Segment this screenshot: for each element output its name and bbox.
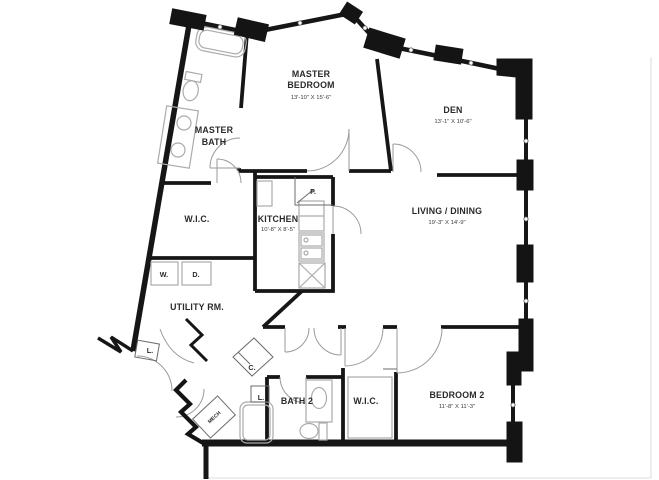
master-bedroom-dims: 13'-10" X 15'-6" [291,95,332,101]
property-lines [208,57,652,479]
dryer-box [181,261,212,286]
wic2-shelving [347,376,393,439]
coat-closet [232,337,274,377]
linen-bath2-label: L. [258,393,264,402]
room-labels: MASTER BEDROOM 13'-10" X 15'-6" DEN 13'-… [170,69,484,410]
utility-room-label: UTILITY RM. [170,302,224,312]
master-bath-label: MASTER [195,125,234,135]
master-bath-label2: BATH [202,137,227,147]
linen-closet-bath2 [250,385,270,403]
fixtures [134,26,397,444]
wic2-label: W.I.C. [353,396,378,406]
kitchen-cabinets [256,180,325,232]
entry-zigzag-wall [173,378,205,445]
washer-box [150,261,179,286]
master-toilet [182,70,203,102]
dryer-label: D. [192,270,199,279]
mech-closet [191,395,237,439]
structural-piers [169,1,534,463]
washer-label: W. [160,270,168,279]
master-bedroom-label: MASTER [292,69,331,79]
linen-utility-label: L. [147,346,153,355]
den-dims: 13'-1" X 10'-6" [434,119,471,125]
den-label: DEN [443,105,462,115]
living-dining-dims: 19'-3" X 14'-9" [428,220,465,226]
linen-closet-utility [134,339,160,362]
bedroom2-dims: 11'-8" X 11'-3" [439,404,475,410]
bath2-toilet [299,422,328,441]
bedroom2-label: BEDROOM 2 [429,390,484,400]
bath2-label: BATH 2 [281,396,313,406]
master-vanity [156,105,200,169]
bath2-vanity [305,379,333,423]
master-wic-label: W.I.C. [184,214,209,224]
kitchen-label: KITCHEN [258,214,299,224]
kitchen-sink [298,232,325,262]
pantry-label: P. [310,187,316,196]
mech-label: MECH [207,410,222,425]
master-tub [195,26,247,58]
pantry-closet [294,177,333,206]
coat-closet-label: C. [248,363,255,372]
window-ticks [217,20,529,408]
kitchen-stove [298,262,326,289]
living-dining-label: LIVING / DINING [412,206,482,216]
kitchen-dims: 10'-8" X 8'-5" [261,227,295,233]
master-bedroom-label2: BEDROOM [287,80,334,90]
